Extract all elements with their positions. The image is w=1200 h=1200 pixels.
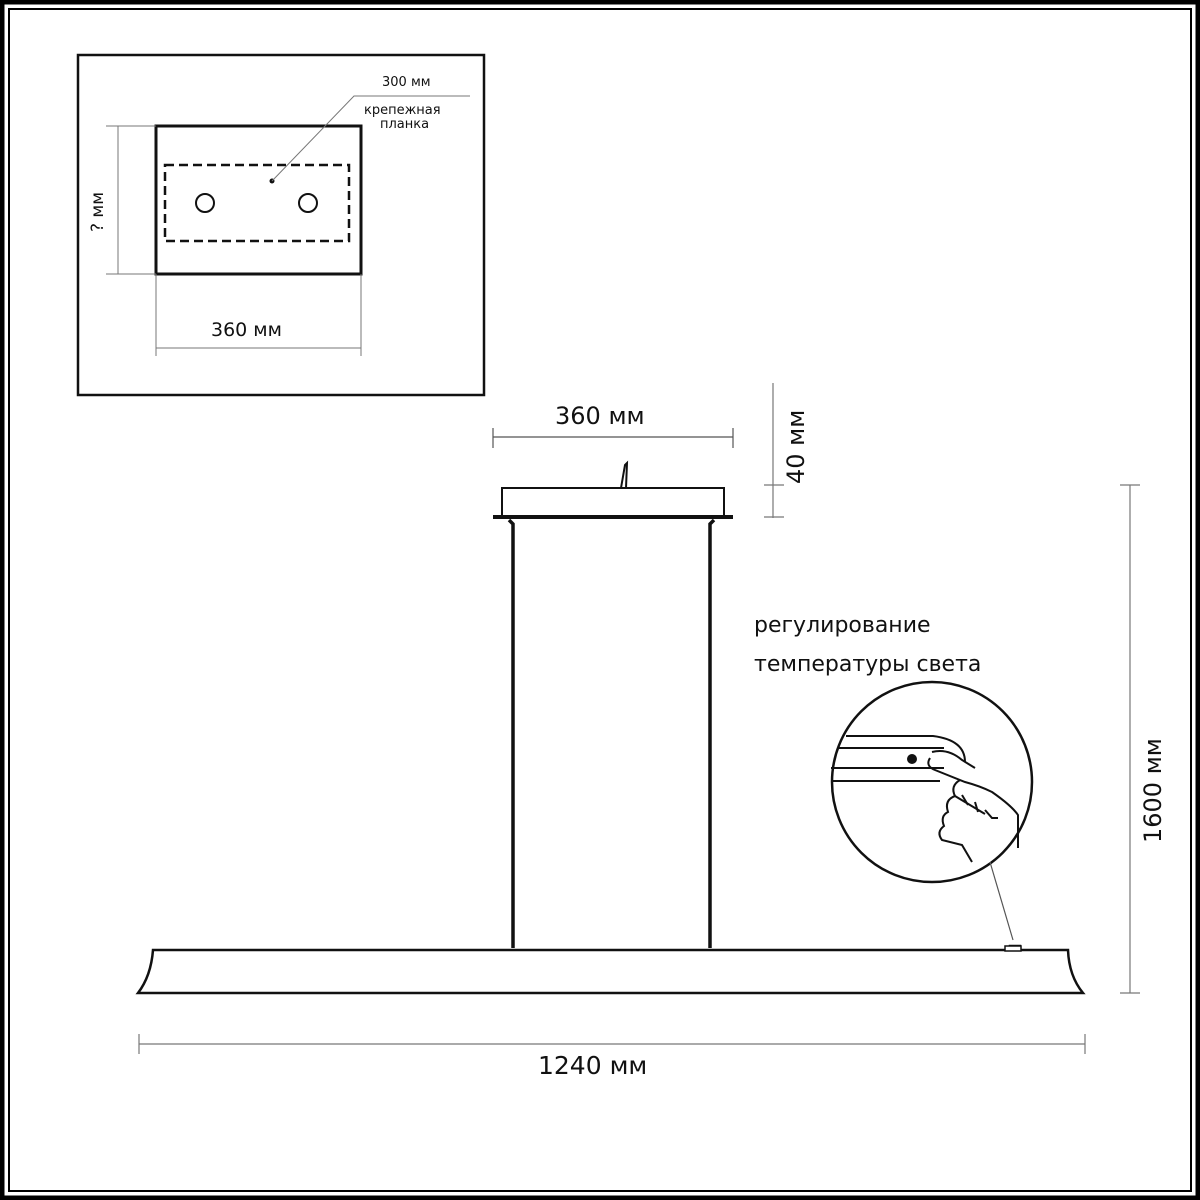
mounting-inset	[76, 53, 486, 397]
callout-line1: регулирование	[754, 613, 931, 638]
inset-height-label: ? мм	[88, 191, 108, 232]
cct-detail-callout	[830, 680, 1034, 941]
hand-pressing-icon	[927, 750, 1019, 863]
mounting-bracket	[163, 163, 351, 243]
total-width-label: 1240 мм	[538, 1051, 648, 1080]
canopy-top-view	[154, 124, 363, 276]
lamp-body	[135, 944, 1086, 995]
inset-width-label: 360 мм	[211, 319, 282, 341]
total-width-dimension	[138, 1034, 1086, 1054]
cct-switch	[1004, 945, 1022, 952]
total-height-label: 1600 мм	[1139, 738, 1167, 843]
power-cable	[620, 460, 629, 489]
canopy-side-view	[493, 460, 733, 519]
canopy-height-label: 40 мм	[782, 409, 810, 484]
screw-hole-icon	[195, 193, 215, 213]
callout-line2: температуры света	[754, 652, 982, 677]
bracket-width-label: 300 мм	[382, 75, 431, 90]
canopy-height-dimension	[764, 383, 784, 518]
button-icon	[907, 754, 917, 764]
bracket-name-line1: крепежная	[364, 103, 441, 118]
canopy-width-label: 360 мм	[555, 402, 645, 430]
canopy-width-dimension	[492, 428, 734, 448]
total-height-dimension	[1120, 484, 1140, 994]
suspension-rods	[507, 518, 716, 948]
bracket-name-line2: планка	[380, 117, 430, 132]
screw-hole-icon	[298, 193, 318, 213]
